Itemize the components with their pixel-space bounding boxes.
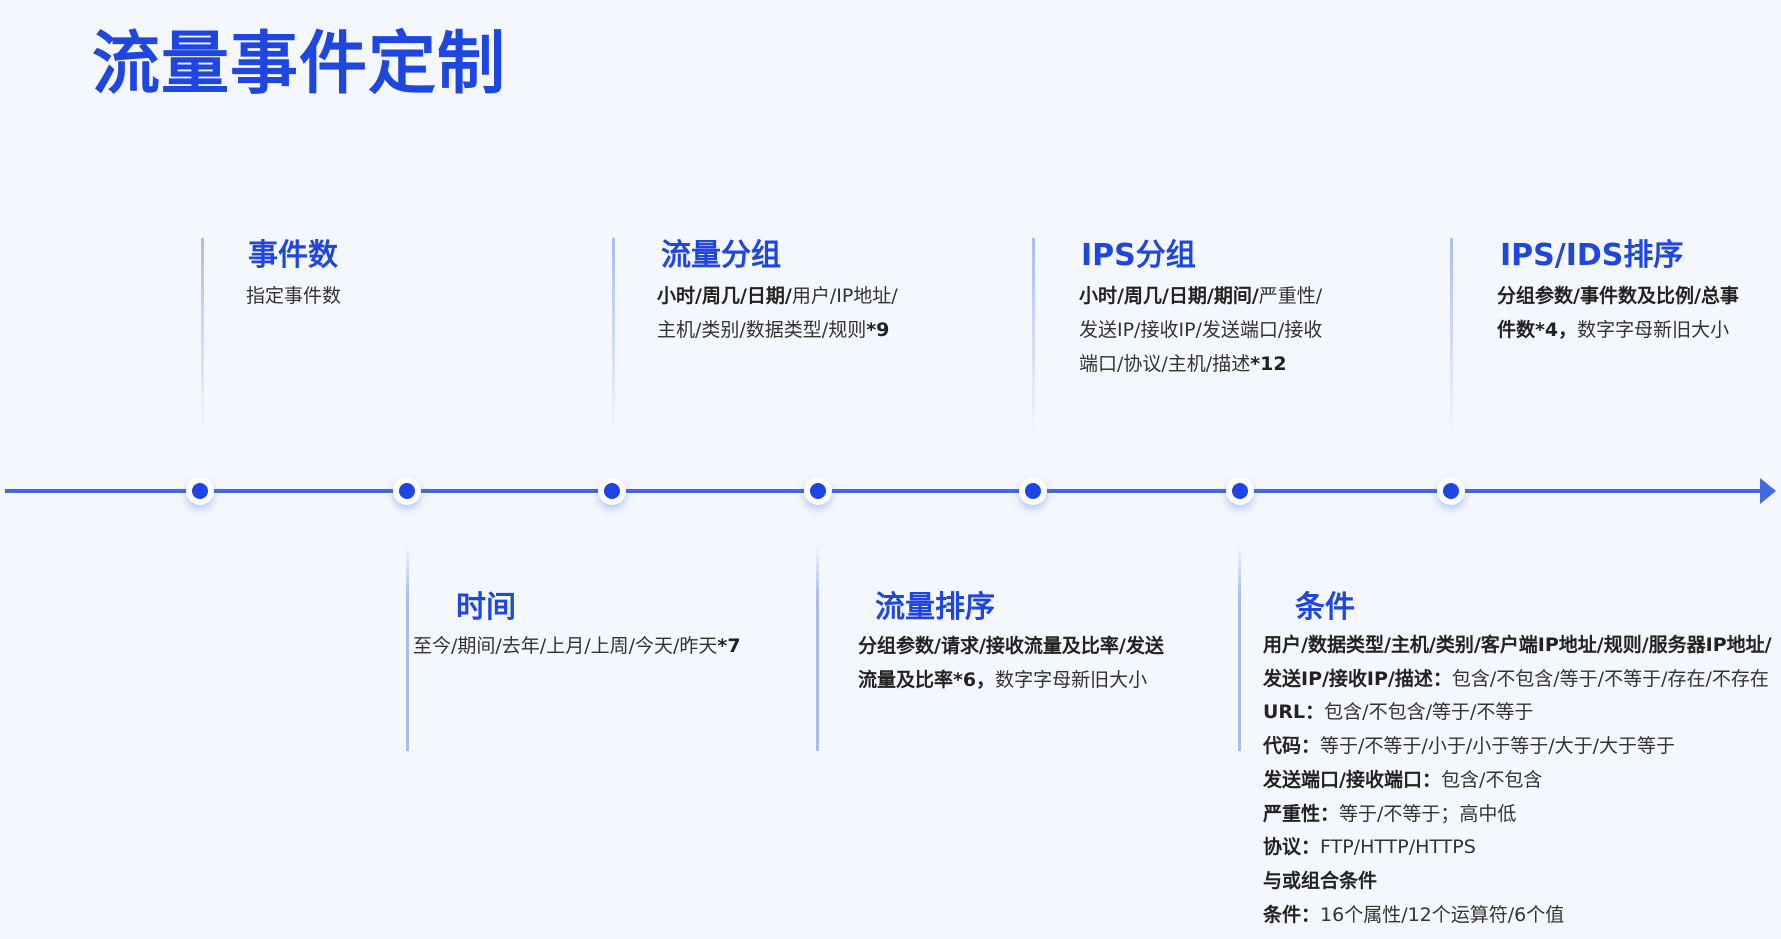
detail-bold: 分组参数/请求/接收流量及比率/发送	[858, 635, 1164, 657]
detail-tail: *9	[866, 319, 890, 341]
milestone-detail-line: 发送端口/接收端口：包含/不包含	[1263, 764, 1542, 798]
detail-normal: 主机/类别/数据类型/规则	[657, 319, 867, 341]
milestone-detail-line: 至今/期间/去年/上月/上周/今天/昨天*7	[413, 629, 741, 663]
page-title: 流量事件定制	[92, 25, 507, 104]
timeline-arrow-icon	[1760, 478, 1776, 504]
timeline-dot	[598, 477, 626, 505]
milestone-detail-line: 主机/类别/数据类型/规则*9	[657, 313, 889, 347]
milestone-detail-line: 代码：等于/不等于/小于/小于等于/大于/大于等于	[1263, 730, 1675, 764]
milestone-title: 流量分组	[661, 238, 781, 273]
milestone-detail-line: 件数*4，数字字母新旧大小	[1497, 313, 1729, 347]
milestone-detail-line: 用户/数据类型/主机/类别/客户端IP地址/规则/服务器IP地址/	[1263, 629, 1772, 663]
milestone-detail-line: 端口/协议/主机/描述*12	[1079, 347, 1287, 381]
milestone-detail-line: 流量及比率*6，数字字母新旧大小	[858, 663, 1147, 697]
milestone-detail-line: 发送IP/接收IP/发送端口/接收	[1079, 313, 1322, 347]
milestone-title: 流量排序	[875, 590, 995, 625]
detail-tail: *12	[1250, 353, 1287, 375]
detail-normal: 数字字母新旧大小	[1577, 319, 1730, 341]
milestone-title: 时间	[456, 590, 516, 625]
detail-bold: 发送端口/接收端口：	[1263, 768, 1441, 791]
milestone-detail-line: 发送IP/接收IP/描述：包含/不包含/等于/不等于/存在/不存在	[1263, 663, 1769, 697]
timeline-dot	[804, 477, 832, 505]
connector-line	[612, 238, 615, 438]
detail-bold: 小时/周几/日期/期间/	[1079, 285, 1259, 307]
detail-bold: 严重性：	[1263, 802, 1340, 825]
milestone-detail-line: URL：包含/不包含/等于/不等于	[1263, 696, 1533, 730]
connector-line	[201, 238, 204, 438]
detail-bold: 协议：	[1263, 836, 1321, 859]
detail-normal: 端口/协议/主机/描述	[1079, 353, 1251, 375]
timeline-dot	[1226, 477, 1254, 505]
detail-normal: 包含/不包含	[1440, 768, 1543, 791]
detail-tail: *7	[717, 635, 741, 657]
detail-bold: 用户/数据类型/主机/类别/客户端IP地址/规则/服务器IP地址/	[1263, 634, 1772, 656]
detail-normal: 16个属性/12个运算符/6个值	[1320, 903, 1565, 926]
timeline-axis	[5, 489, 1765, 493]
milestone-detail-line: 条件：16个属性/12个运算符/6个值	[1263, 899, 1564, 933]
milestone-detail-line: 指定事件数	[246, 279, 341, 313]
detail-bold: URL：	[1263, 701, 1325, 724]
detail-normal: 包含/不包含/等于/不等于/存在/不存在	[1451, 667, 1769, 690]
detail-normal: 至今/期间/去年/上月/上周/今天/昨天	[413, 635, 718, 657]
detail-normal: 包含/不包含/等于/不等于	[1324, 701, 1534, 724]
detail-bold: 代码：	[1263, 735, 1321, 758]
milestone-detail-line: 协议：FTP/HTTP/HTTPS	[1263, 831, 1476, 865]
milestone-title: 条件	[1295, 590, 1355, 625]
connector-line	[406, 545, 409, 751]
milestone-title: 事件数	[248, 238, 338, 273]
detail-bold: 流量及比率*6，	[858, 669, 996, 691]
connector-line	[816, 545, 819, 751]
milestone-detail-line: 分组参数/事件数及比例/总事	[1497, 279, 1739, 313]
milestone-detail-line: 分组参数/请求/接收流量及比率/发送	[858, 629, 1164, 663]
milestone-detail-line: 严重性：等于/不等于；高中低	[1263, 798, 1516, 832]
detail-bold: 件数*4，	[1497, 319, 1578, 341]
detail-bold: 与或组合条件	[1263, 869, 1378, 892]
detail-bold: 小时/周几/日期/	[657, 285, 792, 307]
detail-normal: 发送IP/接收IP/发送端口/接收	[1079, 319, 1323, 341]
detail-bold: 分组参数/事件数及比例/总事	[1497, 285, 1739, 307]
timeline-dot	[393, 477, 421, 505]
detail-normal: 等于/不等于/小于/小于等于/大于/大于等于	[1320, 735, 1676, 758]
detail-normal: 指定事件数	[246, 285, 342, 307]
timeline-dot	[1019, 477, 1047, 505]
connector-line	[1032, 238, 1035, 438]
detail-normal: 用户/IP地址/	[791, 285, 898, 307]
milestone-detail-line: 小时/周几/日期/期间/严重性/	[1079, 279, 1322, 313]
connector-line	[1450, 238, 1453, 438]
timeline-dot	[1437, 477, 1465, 505]
detail-normal: 等于/不等于；高中低	[1339, 802, 1517, 825]
detail-bold: 条件：	[1263, 903, 1321, 926]
milestone-detail-line: 小时/周几/日期/用户/IP地址/	[657, 279, 898, 313]
timeline-dot	[186, 477, 214, 505]
detail-normal: 数字字母新旧大小	[995, 669, 1148, 691]
milestone-title: IPS分组	[1081, 238, 1196, 273]
milestone-detail-line: 与或组合条件	[1263, 865, 1377, 899]
milestone-title: IPS/IDS排序	[1500, 238, 1684, 273]
detail-bold: 发送IP/接收IP/描述：	[1263, 667, 1452, 690]
detail-normal: FTP/HTTP/HTTPS	[1320, 836, 1476, 859]
connector-line	[1238, 545, 1241, 751]
detail-normal: 严重性/	[1258, 285, 1323, 307]
